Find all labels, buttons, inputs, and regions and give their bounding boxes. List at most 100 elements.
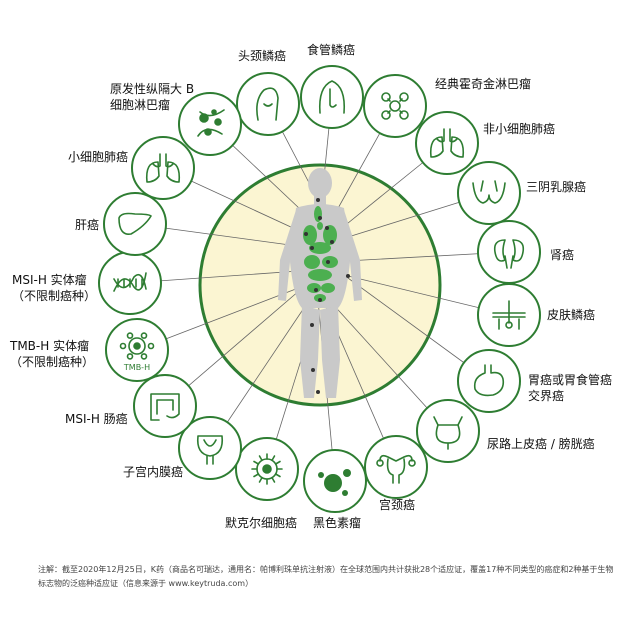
node-cervical xyxy=(364,435,428,499)
label-line: 肾癌 xyxy=(550,248,575,262)
label-line: 皮肤鳞癌 xyxy=(547,308,596,322)
head-neck-icon xyxy=(256,87,279,121)
node-merkel xyxy=(235,437,299,501)
tmb-cell-icon xyxy=(119,332,155,360)
label-endometrial: 子宫内膜癌 xyxy=(123,464,183,480)
label-line: （不限制癌种） xyxy=(12,289,97,303)
label-line: 原发性纵隔大 B xyxy=(110,82,195,96)
node-sclc xyxy=(131,136,195,200)
label-kidney: 肾癌 xyxy=(550,247,574,263)
label-line: 交界癌 xyxy=(528,389,565,403)
node-ring xyxy=(236,72,300,136)
label-line: 三阴乳腺癌 xyxy=(526,180,587,194)
label-cervical: 宫颈癌 xyxy=(379,497,415,513)
node-ring xyxy=(457,161,521,225)
label-line: 经典霍奇金淋巴瘤 xyxy=(435,77,532,91)
node-urothelial xyxy=(416,399,480,463)
label-line: 非小细胞肺癌 xyxy=(483,122,556,136)
node-esophageal xyxy=(300,65,364,129)
stomach-icon xyxy=(473,364,505,397)
label-tmb-h: TMB-H 实体瘤 （不限制癌种） xyxy=(10,338,94,370)
label-line: 食管鳞癌 xyxy=(307,43,356,57)
node-melanoma xyxy=(303,449,367,513)
colon-icon xyxy=(150,393,180,421)
node-ring xyxy=(363,74,427,138)
node-ring xyxy=(103,192,167,256)
lungs-icon xyxy=(145,153,181,183)
node-ring xyxy=(105,318,169,382)
label-skin: 皮肤鳞癌 xyxy=(547,307,595,323)
node-kidney xyxy=(477,220,541,284)
label-head-neck: 头颈鳞癌 xyxy=(238,48,286,64)
label-line: 小细胞肺癌 xyxy=(68,150,129,164)
node-gastric xyxy=(457,349,521,413)
esophagus-icon xyxy=(318,80,346,114)
label-line: 胃癌或胃食管癌 xyxy=(528,373,613,387)
footnote: 注解：截至2020年12月25日，K药（商品名可瑞达，通用名：帕博利珠单抗注射液… xyxy=(38,565,614,588)
uterus-icon xyxy=(376,454,416,484)
label-line: MSI-H 肠癌 xyxy=(65,412,128,426)
label-nsclc: 非小细胞肺癌 xyxy=(483,121,555,137)
node-tmb-h: TMB-H xyxy=(105,318,169,382)
label-urothelial: 尿路上皮癌 / 膀胱癌 xyxy=(487,436,595,452)
liver-icon xyxy=(118,212,152,235)
label-esophageal: 食管鳞癌 xyxy=(307,42,355,58)
label-line: 默克尔细胞癌 xyxy=(225,516,298,530)
node-nsclc xyxy=(415,111,479,175)
label-line: 尿路上皮癌 / 膀胱癌 xyxy=(487,437,595,451)
label-line: （不限制癌种） xyxy=(10,355,95,369)
node-hodgkin xyxy=(363,74,427,138)
lymph-node-icon xyxy=(381,92,409,120)
label-tnbc: 三阴乳腺癌 xyxy=(526,179,586,195)
label-merkel: 默克尔细胞癌 xyxy=(225,515,297,531)
lungs-icon xyxy=(429,128,465,158)
node-pmbcl xyxy=(178,92,242,156)
dna-icon xyxy=(113,272,147,292)
melanoma-icon xyxy=(318,469,351,496)
node-ring xyxy=(300,65,364,129)
label-liver: 肝癌 xyxy=(75,217,99,233)
kidney-icon xyxy=(493,239,525,269)
merkel-cell-icon xyxy=(251,453,283,485)
endometrium-icon xyxy=(196,435,224,465)
label-msi-h-solid: MSI-H 实体瘤 （不限制癌种） xyxy=(12,272,96,304)
node-skin xyxy=(477,283,541,347)
label-line: 宫颈癌 xyxy=(379,498,416,512)
label-line: 细胞淋巴瘤 xyxy=(110,98,171,112)
indication-nodes: TMB-H xyxy=(98,65,541,513)
label-line: 头颈鳞癌 xyxy=(238,49,287,63)
node-ring xyxy=(131,136,195,200)
label-line: 黑色素瘤 xyxy=(313,516,362,530)
label-gastric: 胃癌或胃食管癌交界癌 xyxy=(528,372,612,404)
label-line: 肝癌 xyxy=(75,218,100,232)
node-ring xyxy=(178,416,242,480)
node-liver xyxy=(103,192,167,256)
tmb-h-badge: TMB-H xyxy=(123,363,150,372)
lymphocytes-icon xyxy=(197,109,225,137)
label-line: TMB-H 实体瘤 xyxy=(10,339,90,353)
label-line: 子宫内膜癌 xyxy=(123,465,184,479)
label-pmbcl: 原发性纵隔大 B 细胞淋巴瘤 xyxy=(110,81,194,113)
connector-msi-h-colorectal xyxy=(164,277,315,407)
node-tnbc xyxy=(457,161,521,225)
node-ring xyxy=(416,399,480,463)
node-ring xyxy=(415,111,479,175)
label-sclc: 小细胞肺癌 xyxy=(68,149,128,165)
node-ring xyxy=(457,349,521,413)
tumor-dots xyxy=(304,198,350,394)
node-msi-h-colorectal xyxy=(133,374,197,438)
node-ring xyxy=(477,220,541,284)
label-melanoma: 黑色素瘤 xyxy=(313,515,361,531)
node-ring xyxy=(178,92,242,156)
skin-icon xyxy=(492,300,526,330)
bladder-icon xyxy=(433,416,463,450)
node-head-neck xyxy=(236,72,300,136)
label-hodgkin: 经典霍奇金淋巴瘤 xyxy=(435,76,531,92)
node-ring xyxy=(133,374,197,438)
node-ring xyxy=(364,435,428,499)
node-msi-h-solid xyxy=(98,251,162,315)
label-line: MSI-H 实体瘤 xyxy=(12,273,87,287)
node-endometrial xyxy=(178,416,242,480)
